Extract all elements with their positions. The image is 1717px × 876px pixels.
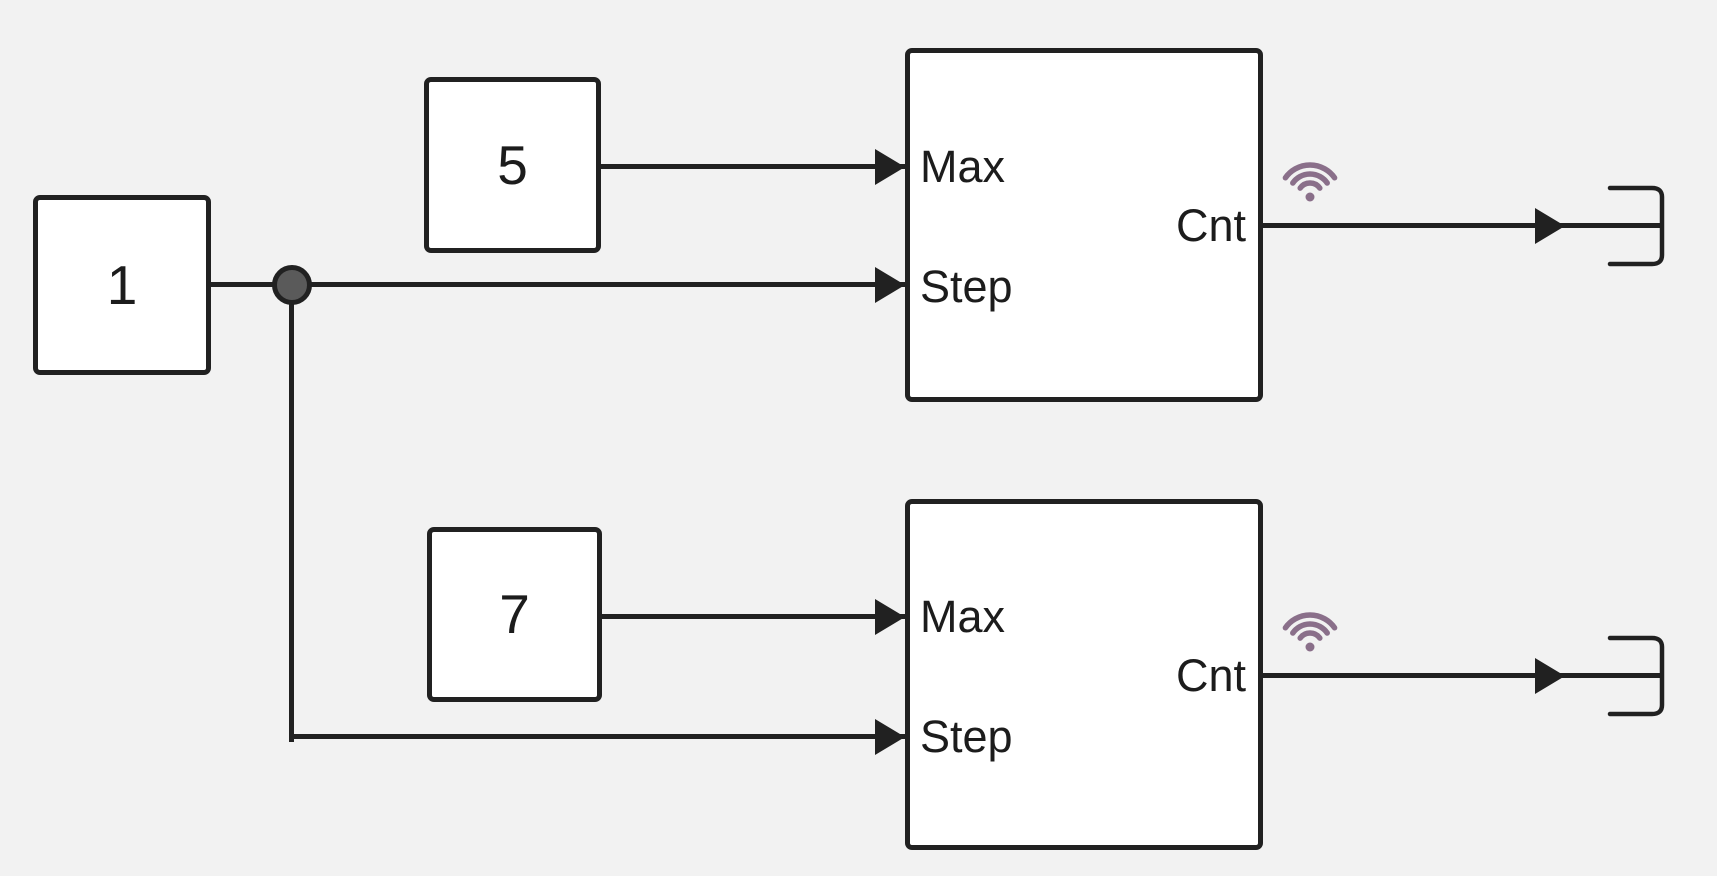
- bus-out-bracket-icon: [1607, 185, 1665, 267]
- out-port-bottom[interactable]: [1604, 634, 1668, 723]
- wire-constant1-to-junction[interactable]: [209, 282, 295, 287]
- arrowhead-icon: [1535, 658, 1565, 694]
- bus-out-bracket-icon: [1607, 635, 1665, 717]
- logging-badge-top[interactable]: [1278, 151, 1342, 208]
- constant-block-7[interactable]: 7: [427, 527, 602, 702]
- counter-block-bottom[interactable]: Max Step Cnt: [905, 499, 1263, 850]
- arrowhead-icon: [875, 599, 905, 635]
- port-label-step: Step: [920, 711, 1013, 762]
- arrowhead-icon: [875, 267, 905, 303]
- wire-junction-to-step-bottom[interactable]: [289, 734, 905, 739]
- port-label-cnt: Cnt: [1175, 650, 1246, 701]
- wire-cnt-top-to-outport[interactable]: [1263, 223, 1662, 228]
- wire-constant7-to-max[interactable]: [602, 614, 905, 619]
- wire-junction-down[interactable]: [289, 282, 294, 742]
- junction-dot[interactable]: [272, 265, 312, 305]
- logging-badge-bottom[interactable]: [1278, 601, 1342, 658]
- arrowhead-icon: [875, 149, 905, 185]
- constant-value: 1: [106, 253, 138, 316]
- wifi-icon: [1282, 162, 1338, 202]
- constant-value: 7: [499, 583, 530, 645]
- constant-block-1[interactable]: 1: [33, 195, 211, 375]
- arrowhead-icon: [1535, 208, 1565, 244]
- constant-block-5[interactable]: 5: [424, 77, 601, 253]
- constant-value: 5: [497, 133, 528, 196]
- counter-block-top[interactable]: Max Step Cnt: [905, 48, 1263, 402]
- port-label-step: Step: [920, 261, 1013, 312]
- port-label-cnt: Cnt: [1175, 200, 1246, 251]
- wire-cnt-bottom-to-outport[interactable]: [1263, 673, 1662, 678]
- arrowhead-icon: [875, 719, 905, 755]
- port-label-max: Max: [920, 141, 1006, 192]
- out-port-top[interactable]: [1604, 184, 1668, 273]
- port-label-max: Max: [920, 591, 1006, 642]
- wire-junction-to-step-top[interactable]: [292, 282, 905, 287]
- wifi-icon: [1282, 612, 1338, 652]
- wire-constant5-to-max[interactable]: [601, 164, 905, 169]
